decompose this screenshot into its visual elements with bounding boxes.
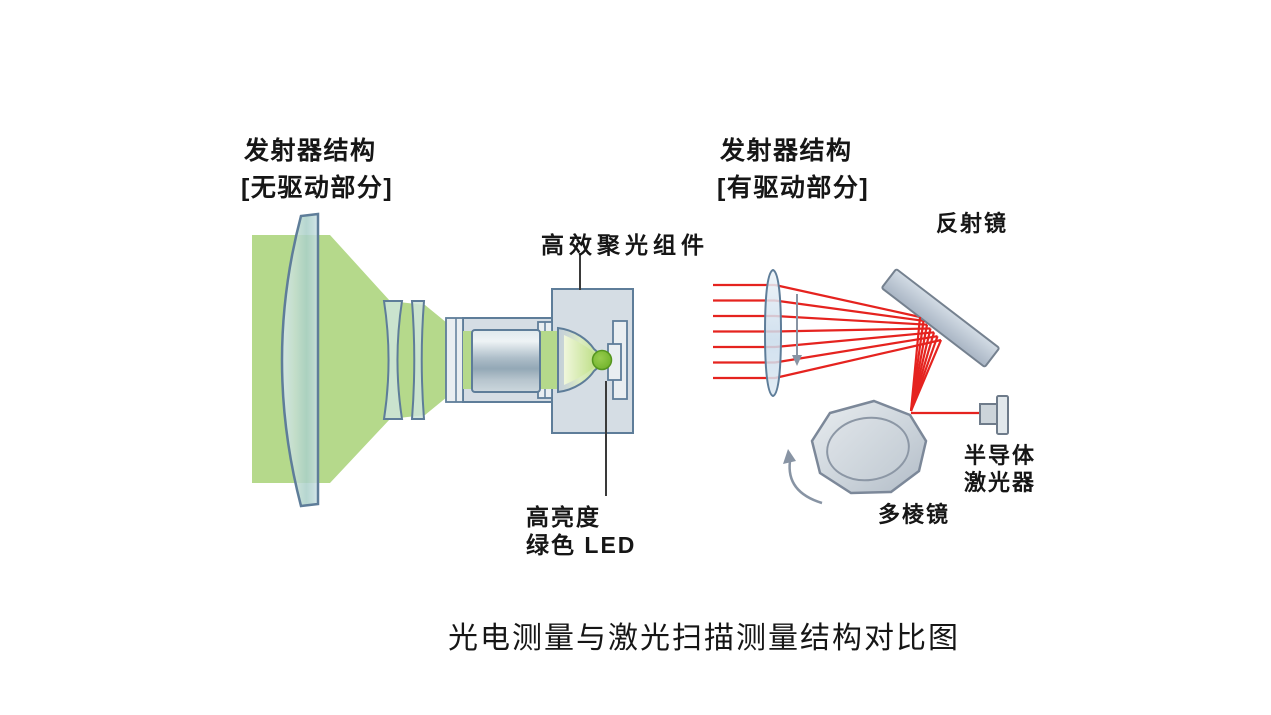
laser-rays-reflected <box>909 316 943 412</box>
polygon-label: 多棱镜 <box>878 502 951 527</box>
lens-cylinder <box>471 329 541 393</box>
laser-diode-plate <box>996 395 1009 435</box>
collector-lens <box>280 212 320 508</box>
scan-lens <box>763 268 783 398</box>
laser-label-line2: 激光器 <box>964 470 1037 495</box>
rotation-arrowhead <box>783 449 796 464</box>
condenser-glow <box>564 335 600 385</box>
rotation-arrow <box>788 460 823 505</box>
laser-diode-body <box>979 403 999 425</box>
led-emitter-diagram <box>252 212 634 508</box>
laser-emitter-diagram <box>713 268 1009 505</box>
polygon-mirror-facet-circle <box>826 416 910 482</box>
green-led-dome <box>591 349 613 371</box>
reflector-label: 反射镜 <box>936 211 1009 236</box>
laser-label-line1: 半导体 <box>964 443 1037 468</box>
condenser-label: 高效聚光组件 <box>541 232 709 258</box>
reflector-mirror <box>881 268 1000 368</box>
barrel-flange <box>445 317 464 403</box>
led-label-line2: 绿色 LED <box>526 532 637 558</box>
figure-caption: 光电测量与激光扫描测量结构对比图 <box>448 621 960 656</box>
right-diagram-title-line2: [有驱动部分] <box>717 174 870 202</box>
laser-rays-converging <box>774 283 942 380</box>
flat-lens <box>410 300 426 420</box>
led-label-line1: 高亮度 <box>526 504 601 530</box>
right-diagram-title-line1: 发射器结构 <box>720 137 853 165</box>
left-diagram-title-line2: [无驱动部分] <box>241 174 394 202</box>
scan-direction-arrowhead <box>792 355 802 366</box>
left-diagram-title-line1: 发射器结构 <box>244 137 377 165</box>
concave-lens <box>382 300 404 420</box>
